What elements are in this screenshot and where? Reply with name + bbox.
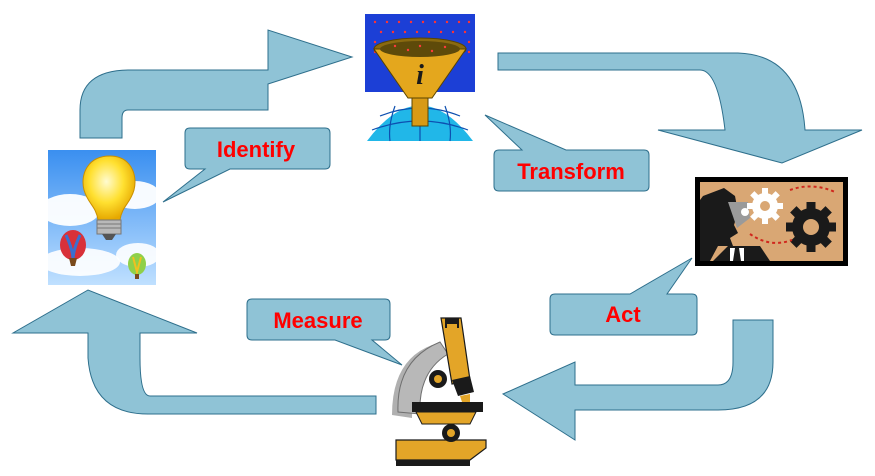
callout-transform-bubble	[484, 114, 650, 192]
microscope-icon	[392, 317, 487, 466]
callout-measure-bubble	[246, 298, 403, 366]
callout-measure: Measure	[246, 298, 403, 366]
callout-transform: Transform	[484, 114, 650, 192]
arrow-measure-to-identify	[11, 289, 377, 415]
arrow-act-to-measure	[501, 319, 774, 441]
cycle-arrows	[11, 29, 863, 441]
callout-act-bubble	[549, 257, 698, 336]
svg-text:i: i	[416, 60, 424, 91]
label-measure: Measure	[273, 308, 362, 333]
arrow-transform-to-act	[497, 52, 863, 164]
businessman-gears-icon	[695, 177, 848, 266]
callout-act: Act	[549, 257, 698, 336]
information-funnel-globe-icon: i	[365, 14, 475, 142]
lightbulb-balloons-icon	[40, 150, 160, 285]
callout-identify: Identify	[162, 127, 331, 203]
label-act: Act	[605, 302, 641, 327]
callout-identify-bubble	[162, 127, 331, 203]
label-transform: Transform	[517, 159, 625, 184]
label-identify: Identify	[217, 137, 296, 162]
arrow-identify-to-transform	[79, 29, 354, 139]
